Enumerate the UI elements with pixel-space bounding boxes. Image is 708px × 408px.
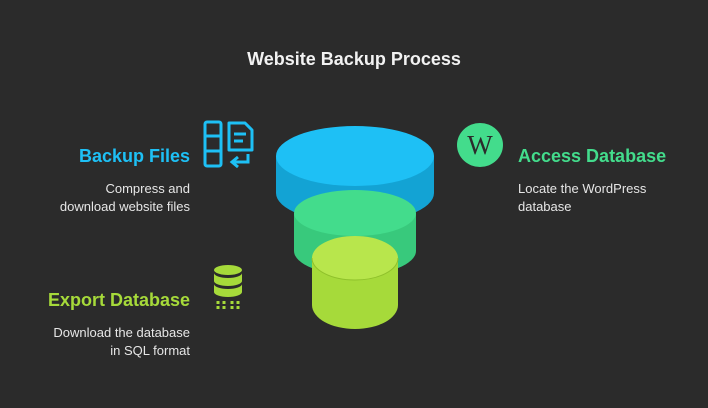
funnel-stage-export-database — [311, 236, 399, 329]
wordpress-icon-letter: W — [467, 130, 493, 160]
step-desc-backup-files-line1: Compress and — [105, 181, 190, 196]
step-title-access-database: Access Database — [518, 146, 667, 166]
diagram-title: Website Backup Process — [247, 49, 461, 69]
step-desc-access-database-line2: database — [518, 199, 572, 214]
step-desc-export-database-line2: in SQL format — [110, 343, 190, 358]
step-desc-access-database: Locate the WordPress database — [518, 180, 646, 216]
wordpress-icon: W — [456, 122, 504, 173]
step-desc-access-database-line1: Locate the WordPress — [518, 181, 647, 196]
database-icon — [214, 265, 242, 309]
step-desc-backup-files: Compress and download website files — [60, 180, 190, 216]
step-desc-export-database: Download the database in SQL format — [53, 324, 190, 360]
step-title-export-database: Export Database — [47, 290, 190, 310]
files-backup-icon — [203, 120, 254, 168]
step-desc-export-database-line1: Download the database — [53, 325, 190, 340]
step-desc-backup-files-line2: download website files — [59, 199, 190, 214]
step-title-backup-files: Backup Files — [78, 146, 190, 166]
